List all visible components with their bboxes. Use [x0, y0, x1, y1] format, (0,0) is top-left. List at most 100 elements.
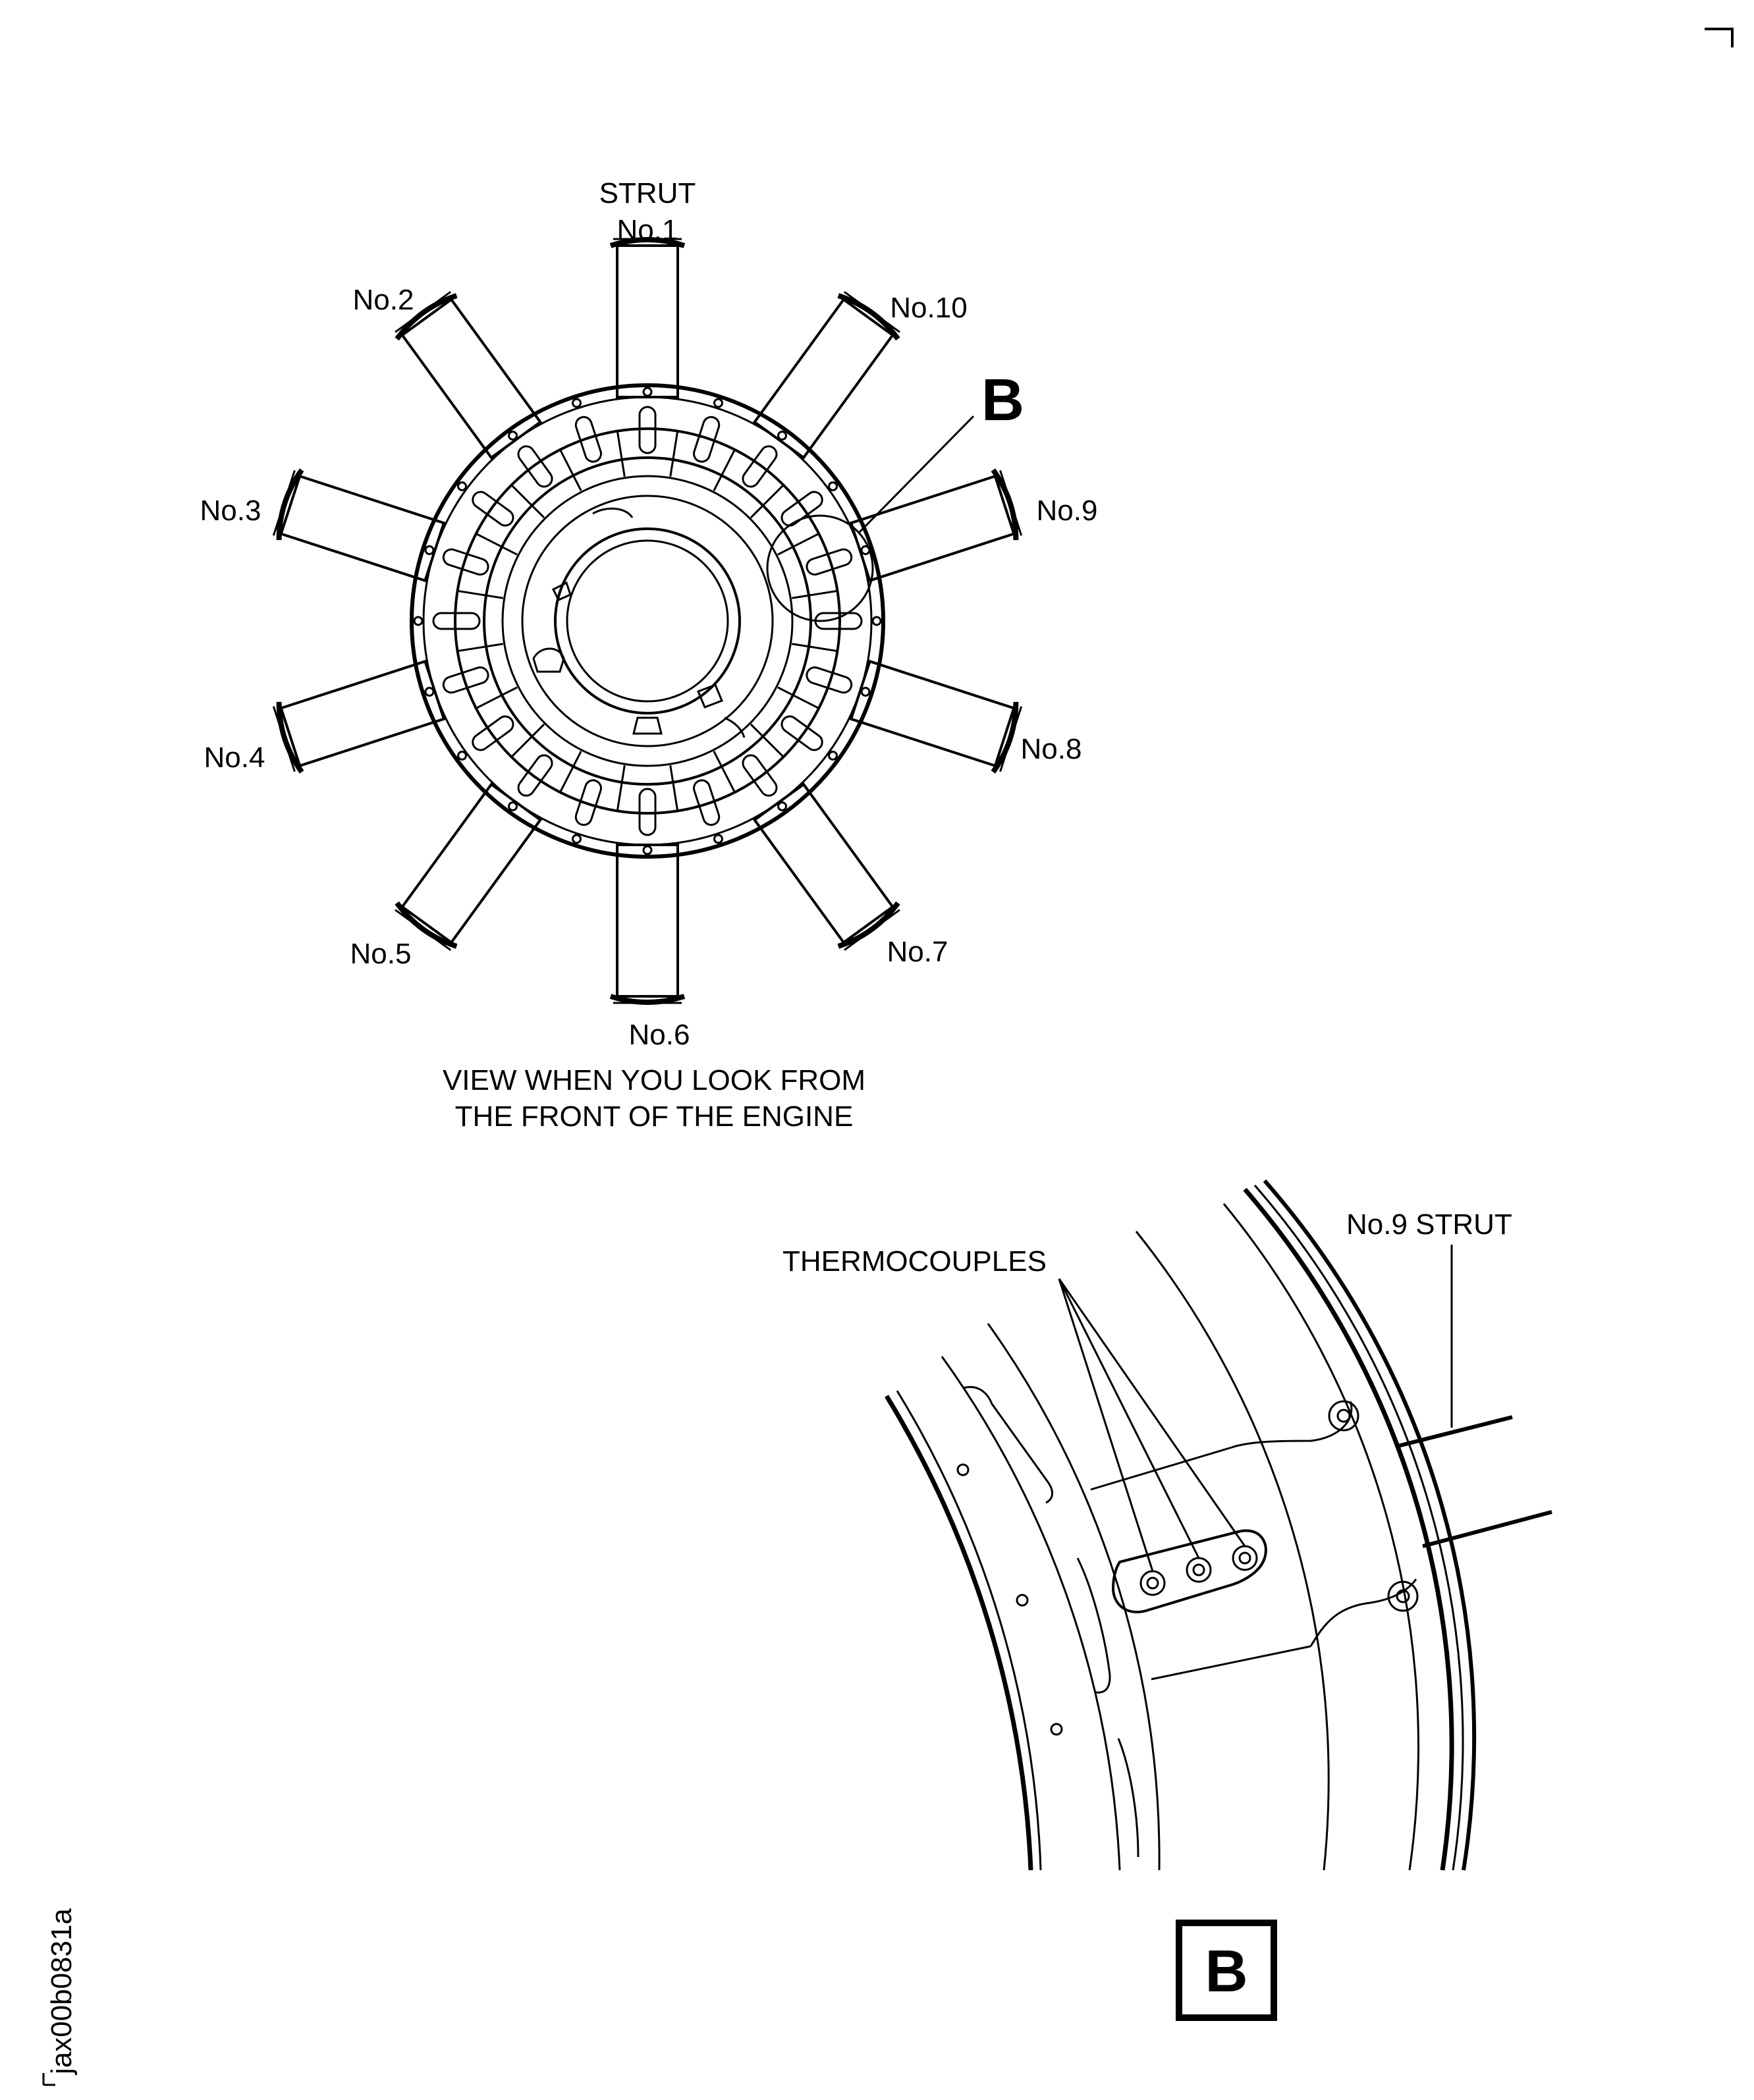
case-bolt	[828, 481, 838, 491]
detail-ring-arc	[1135, 1231, 1330, 1871]
vane-slot	[472, 491, 514, 527]
case-bolt	[871, 616, 882, 626]
vane-slot	[693, 779, 721, 826]
case-bolt	[713, 398, 723, 408]
detail-strut-edge	[1422, 1510, 1552, 1548]
strut-label-8: No.8	[1021, 733, 1082, 765]
detail-b-circle	[766, 514, 874, 622]
vane-divider	[616, 765, 626, 811]
detail-vane-edge	[1090, 1446, 1232, 1491]
case-bolt	[457, 481, 467, 491]
detail-ring-arc	[1263, 1179, 1477, 1871]
detail-title: B	[1205, 1939, 1248, 2005]
detail-b-leader	[858, 415, 975, 533]
vane-slot	[442, 548, 489, 576]
strut-6-body	[609, 844, 686, 1005]
detail-ring-arc	[896, 1390, 1042, 1871]
vane-slot	[693, 416, 721, 463]
strut-4-body	[272, 659, 446, 774]
strut-heading: STRUT	[599, 177, 696, 209]
case-bolt	[424, 687, 435, 697]
vane-divider	[792, 643, 838, 653]
vane-slot	[806, 548, 853, 576]
vane-divider	[510, 484, 545, 519]
detail-vane-edge	[1231, 1401, 1353, 1449]
case-bolt	[642, 845, 653, 855]
vane-slot	[781, 491, 823, 527]
figure-id-mark	[42, 2073, 55, 2086]
case-bolt	[572, 398, 582, 408]
strut-7-body	[752, 782, 900, 952]
strut-label-7: No.7	[887, 936, 948, 968]
vane-slot	[517, 445, 553, 488]
vane-slot	[574, 779, 602, 826]
case-bolt	[777, 801, 787, 811]
view-caption-line-1: VIEW WHEN YOU LOOK FROM	[443, 1064, 865, 1096]
hub-ring	[554, 527, 741, 714]
strut-no9-label: No.9 STRUT	[1346, 1208, 1512, 1241]
strut-label-9: No.9	[1037, 495, 1098, 527]
vane-slot	[742, 445, 778, 488]
vane-divider	[559, 751, 582, 793]
vanes-layer	[432, 406, 863, 836]
middle-ring	[454, 427, 841, 815]
inner-ring	[501, 475, 794, 767]
detail-ring-arc	[1253, 1185, 1464, 1871]
strut-label-5: No.5	[350, 938, 412, 970]
inner-fitting	[724, 716, 746, 738]
strut-8-body	[849, 659, 1023, 774]
view-caption-line-2: THE FRONT OF THE ENGINE	[455, 1100, 854, 1133]
vane-divider	[457, 589, 503, 599]
vane-slot	[742, 754, 778, 797]
detail-ring-arc	[1243, 1187, 1454, 1871]
case-bolt	[860, 687, 871, 697]
detail-slot	[1117, 1738, 1139, 1858]
detail-vane-edge	[1309, 1578, 1417, 1647]
strut-label-10: No.10	[890, 292, 967, 324]
thermocouple-pad	[1111, 1529, 1267, 1613]
strut-1-body	[609, 237, 686, 398]
case-bolt	[713, 834, 723, 844]
strut-label-6: No.6	[629, 1019, 690, 1051]
strut-label-2: No.2	[353, 284, 414, 316]
strut-label-1: No.1	[617, 214, 678, 246]
vane-slot	[638, 406, 657, 454]
strut-bolt	[1387, 1580, 1419, 1612]
detail-ring-arc	[1222, 1203, 1419, 1871]
vane-slot	[574, 416, 602, 463]
corner-mark-top-right	[1705, 28, 1734, 47]
detail-hole	[1016, 1594, 1029, 1607]
case-bolt	[424, 545, 435, 555]
detail-ring-arc	[885, 1395, 1033, 1871]
inner-fitting	[697, 684, 723, 709]
vane-slot	[472, 715, 514, 751]
thermocouple-leader	[1058, 1278, 1154, 1572]
vane-divider	[457, 643, 503, 653]
outer-case-ring-inner	[422, 396, 873, 846]
detail-vane-edge	[1151, 1645, 1311, 1681]
strut-label-4: No.4	[204, 741, 265, 774]
detail-ring-arc	[941, 1356, 1121, 1871]
vane-divider	[777, 686, 819, 709]
inner-fitting	[592, 507, 634, 518]
detail-title-box	[1176, 1920, 1277, 2021]
vane-divider	[476, 533, 518, 556]
vane-slot	[517, 754, 553, 797]
vane-divider	[750, 723, 784, 758]
vane-divider	[669, 431, 679, 477]
case-bolt	[413, 616, 424, 626]
thermocouples-label: THERMOCOUPLES	[782, 1245, 1047, 1278]
vane-divider	[559, 449, 582, 491]
case-bolt	[777, 431, 787, 441]
case-bolt	[508, 431, 518, 441]
hub-bore	[566, 539, 729, 703]
vane-slot	[638, 788, 657, 836]
case-bolt	[642, 387, 653, 397]
inner-fitting	[551, 581, 572, 601]
case-bolt	[572, 834, 582, 844]
detail-b-callout: B	[981, 367, 1024, 433]
inner-fitting	[632, 716, 663, 735]
figure-id: jax00b0831a	[45, 1908, 78, 2076]
detail-slot	[962, 1386, 1053, 1504]
